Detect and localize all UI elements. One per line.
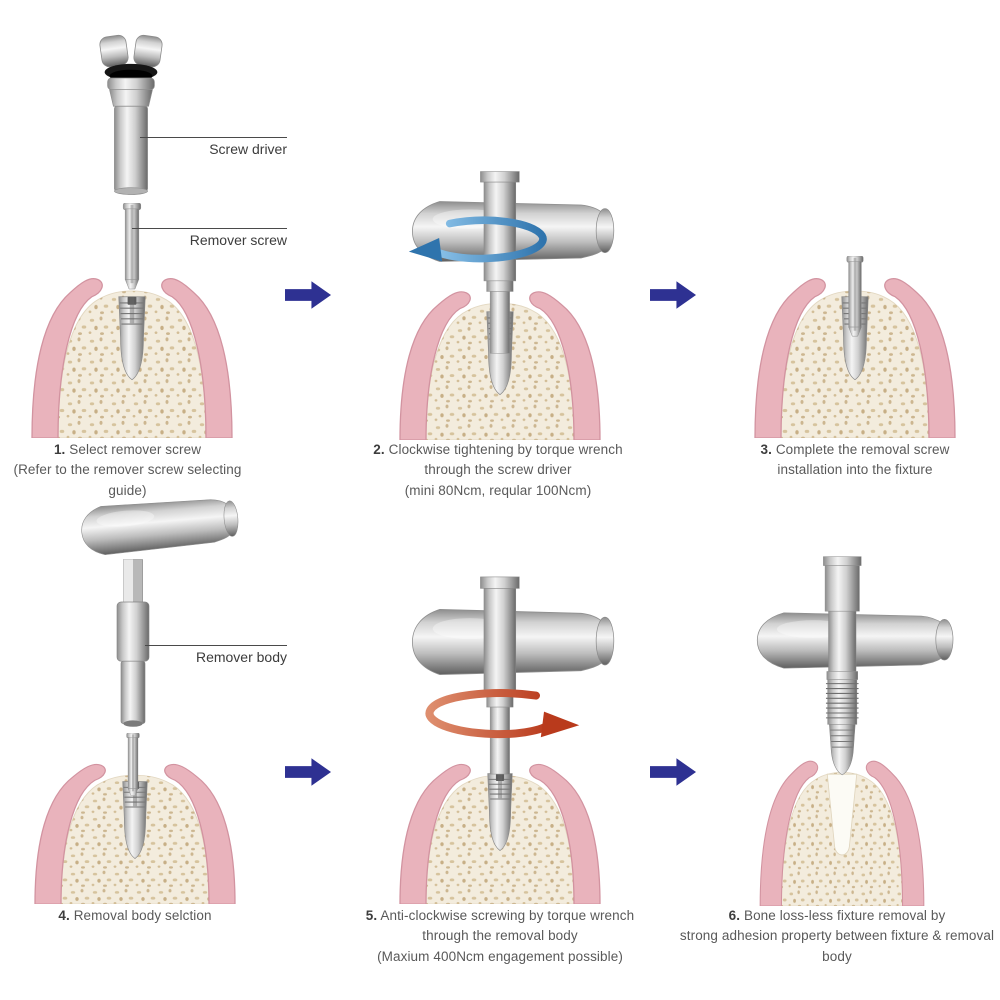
- flow-arrow-icon: [285, 280, 332, 310]
- flow-arrow-icon: [650, 280, 697, 310]
- remover-screw-label: Remover screw: [189, 232, 287, 248]
- step-text: strong adhesion property between fixture…: [679, 928, 995, 964]
- anticlockwise-rotation-icon: [410, 686, 590, 742]
- step-number: 4.: [58, 908, 70, 923]
- step-number: 5.: [365, 908, 378, 923]
- step-4-caption: 4. Removal body selction: [10, 906, 260, 926]
- step-5-caption: 5. Anti-clockwise screwing by torque wre…: [340, 906, 660, 967]
- step-text: Removal body selction: [73, 908, 212, 923]
- installed-remover-screw-graphic: [838, 256, 872, 338]
- step-text: (Refer to the remover screw selecting gu…: [13, 462, 242, 498]
- installed-remover-screw-graphic: [118, 733, 148, 797]
- wrench-with-extracted-fixture-graphic: [753, 498, 959, 783]
- step-text: Complete the removal screw: [775, 442, 950, 457]
- step-text: through the removal body: [422, 928, 578, 944]
- step-text: (mini 80Ncm, reqular 100Ncm): [404, 482, 592, 498]
- step-number: 3.: [760, 442, 772, 457]
- step-text: (Maxium 400Ncm engagement possible): [377, 948, 623, 964]
- implant-fixture: [482, 772, 518, 862]
- step-text: Select remover screw: [69, 442, 202, 457]
- clockwise-rotation-icon: [404, 213, 556, 266]
- step-text: Clockwise tightening by torque wrench: [388, 442, 623, 457]
- step-text: through the screw driver: [424, 462, 572, 478]
- step-text: Bone loss-less fixture removal by: [743, 908, 946, 923]
- remover-screw-callout: Remover screw: [132, 228, 287, 248]
- step-6-caption: 6. Bone loss-less fixture removal by str…: [672, 906, 1000, 967]
- remover-body-label: Remover body: [195, 649, 287, 665]
- step-text: Anti-clockwise screwing by torque wrench: [380, 908, 635, 923]
- step-2-caption: 2. Clockwise tightening by torque wrench…: [348, 440, 648, 501]
- step-number: 2.: [373, 442, 385, 457]
- step-text: installation into the fixture: [777, 462, 933, 478]
- step-1-caption: 1. Select remover screw (Refer to the re…: [0, 440, 255, 501]
- screw-driver-label: Screw driver: [209, 141, 287, 157]
- remover-body-callout: Remover body: [145, 645, 287, 665]
- screw-driver-callout: Screw driver: [140, 137, 287, 157]
- screw-driver-graphic: [92, 33, 170, 199]
- flow-arrow-icon: [285, 757, 332, 787]
- step-number: 1.: [53, 442, 66, 457]
- step-number: 6.: [728, 908, 741, 923]
- implant-fixture: [114, 295, 150, 392]
- step-3-caption: 3. Complete the removal screw installati…: [715, 440, 995, 481]
- flow-arrow-icon: [650, 757, 697, 787]
